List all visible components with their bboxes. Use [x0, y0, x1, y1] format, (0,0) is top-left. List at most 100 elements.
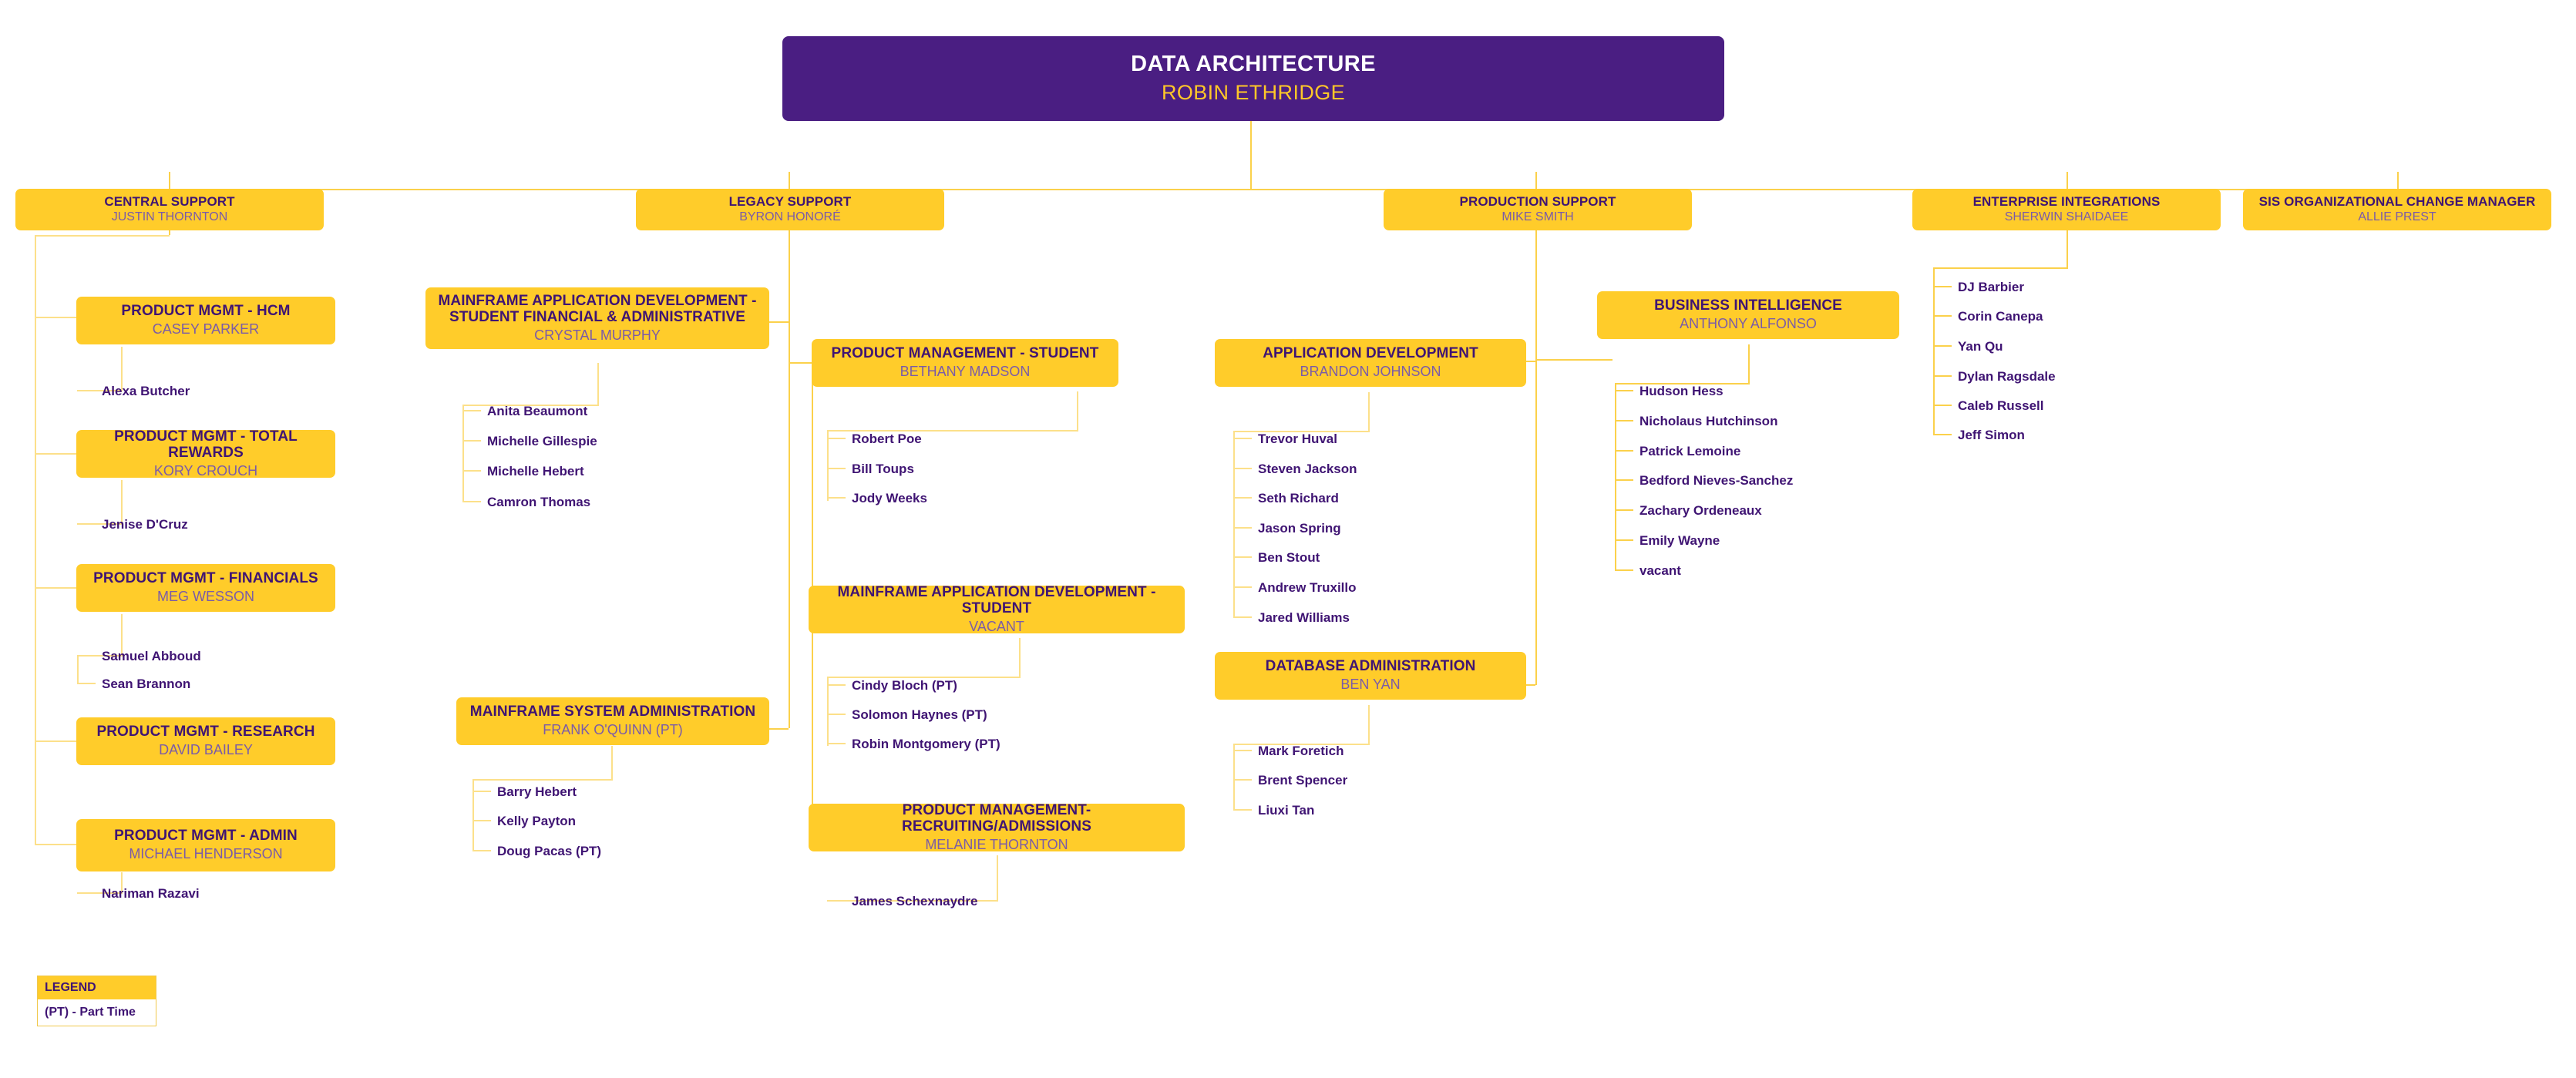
connector-central-spine-top [35, 235, 170, 237]
list-item: Corin Canepa [1958, 309, 2043, 324]
node-product-mgmt-research[interactable]: PRODUCT MGMT - RESEARCH DAVID BAILEY [76, 717, 335, 765]
node-sis-organizational-change-manager[interactable]: SIS ORGANIZATIONAL CHANGE MANAGER ALLIE … [2243, 189, 2551, 230]
connector-appdev-stub-2 [1233, 468, 1252, 469]
connector-msa-stub-3 [472, 850, 491, 851]
connector-admin-stub-1 [77, 892, 96, 894]
connector-admin-elbow [77, 892, 123, 894]
connector-appdev-stub-4 [1233, 527, 1252, 529]
node-mainframe-app-dev-student[interactable]: MAINFRAME APPLICATION DEVELOPMENT - STUD… [809, 583, 1185, 634]
connector-dba-stub-1 [1233, 750, 1252, 751]
node-legacy-support[interactable]: LEGACY SUPPORT BYRON HONORÉ [636, 189, 944, 230]
connector-ei-stub-3 [1933, 345, 1952, 347]
list-item: Bill Toups [852, 462, 914, 476]
connector-total-elbow [77, 523, 123, 525]
pm-total-person: KORY CROUCH [153, 463, 258, 479]
connector-appdev-stub-3 [1233, 497, 1252, 499]
connector-madstudent-stem [1019, 638, 1021, 677]
app-dev-person: BRANDON JOHNSON [1300, 364, 1441, 380]
connector-drop-legacy [789, 172, 790, 189]
connector-ei-spine [1933, 267, 1935, 434]
node-product-mgmt-financials[interactable]: PRODUCT MGMT - FINANCIALS MEG WESSON [76, 564, 335, 612]
connector-appdev-elbow [1233, 431, 1370, 432]
node-application-development[interactable]: APPLICATION DEVELOPMENT BRANDON JOHNSON [1215, 339, 1526, 387]
legend: LEGEND (PT) - Part Time [37, 976, 156, 1026]
connector-bi-stub-2 [1615, 420, 1633, 421]
connector-appdev-spine [1233, 431, 1235, 618]
connector-drop-enterprise [2067, 172, 2068, 189]
node-central-support[interactable]: CENTRAL SUPPORT JUSTIN THORNTON [15, 189, 324, 230]
node-mainframe-system-administration[interactable]: MAINFRAME SYSTEM ADMINISTRATION FRANK O'… [456, 697, 769, 745]
legend-entry-part-time: (PT) - Part Time [38, 999, 156, 1026]
mad-sfa-title: MAINFRAME APPLICATION DEVELOPMENT - STUD… [438, 292, 757, 326]
connector-madstudent-spine [827, 677, 829, 746]
connector-legacy-branch-msa [763, 728, 789, 730]
node-product-mgmt-hcm[interactable]: PRODUCT MGMT - HCM CASEY PARKER [76, 297, 335, 344]
bus-intel-person: ANTHONY ALFONSO [1680, 316, 1817, 332]
app-dev-title: APPLICATION DEVELOPMENT [1263, 345, 1478, 362]
list-item: Emily Wayne [1639, 533, 1720, 548]
connector-central-branch-admin [35, 844, 77, 845]
node-enterprise-integrations[interactable]: ENTERPRISE INTEGRATIONS SHERWIN SHAIDAEE [1912, 189, 2221, 230]
connector-ei-stub-4 [1933, 375, 1952, 377]
root-title: DATA ARCHITECTURE [1131, 52, 1376, 77]
connector-pmstudent-stub-3 [827, 497, 846, 499]
connector-bi-stub-3 [1615, 450, 1633, 452]
list-item: Liuxi Tan [1258, 803, 1315, 818]
connector-pmstudent-stem [1077, 391, 1078, 430]
pm-hcm-person: CASEY PARKER [152, 321, 260, 338]
list-item: Michelle Gillespie [487, 434, 597, 448]
db-admin-person: BEN YAN [1340, 677, 1401, 693]
connector-central-spine [35, 235, 36, 844]
mad-student-title: MAINFRAME APPLICATION DEVELOPMENT - STUD… [837, 583, 1156, 617]
msa-person: FRANK O'QUINN (PT) [543, 722, 683, 738]
connector-ei-elbow [1933, 267, 2068, 269]
list-item: Zachary Ordeneaux [1639, 503, 1762, 518]
connector-bi-stem [1748, 344, 1750, 383]
list-item: Alexa Butcher [102, 384, 190, 398]
connector-madstudent-elbow [827, 677, 1021, 678]
connector-fin-spine [77, 655, 79, 683]
connector-hcm-stub-1 [77, 390, 96, 391]
list-item: Patrick Lemoine [1639, 444, 1741, 458]
production-support-title: PRODUCTION SUPPORT [1459, 193, 1616, 209]
list-item: Caleb Russell [1958, 398, 2044, 413]
list-item: Bedford Nieves-Sanchez [1639, 473, 1794, 488]
connector-madsfa-stub-1 [462, 410, 481, 411]
connector-fin-stem [121, 614, 123, 655]
list-item: Brent Spencer [1258, 773, 1348, 788]
connector-madsfa-stub-4 [462, 501, 481, 502]
sis-change-manager-person: ALLIE PREST [2358, 210, 2436, 224]
node-database-administration[interactable]: DATABASE ADMINISTRATION BEN YAN [1215, 652, 1526, 700]
node-product-management-student[interactable]: PRODUCT MANAGEMENT - STUDENT BETHANY MAD… [812, 339, 1118, 387]
node-product-management-recruiting-admissions[interactable]: PRODUCT MANAGEMENT- RECRUITING/ADMISSION… [809, 802, 1185, 853]
node-data-architecture[interactable]: DATA ARCHITECTURE ROBIN ETHRIDGE [782, 36, 1724, 121]
list-item: Steven Jackson [1258, 462, 1357, 476]
connector-total-stem [121, 480, 123, 523]
node-product-mgmt-admin[interactable]: PRODUCT MGMT - ADMIN MICHAEL HENDERSON [76, 819, 335, 871]
node-business-intelligence[interactable]: BUSINESS INTELLIGENCE ANTHONY ALFONSO [1597, 291, 1899, 339]
connector-madsfa-elbow [462, 405, 599, 406]
mad-sfa-person: CRYSTAL MURPHY [534, 327, 661, 344]
connector-central-branch-research [35, 740, 77, 742]
list-item: Robert Poe [852, 432, 922, 446]
connector-appdev-stub-5 [1233, 556, 1252, 558]
list-item: DJ Barbier [1958, 280, 2024, 294]
connector-bi-stub-7 [1615, 569, 1633, 571]
legend-heading: LEGEND [38, 976, 156, 999]
node-product-mgmt-total-rewards[interactable]: PRODUCT MGMT - TOTAL REWARDS KORY CROUCH [76, 428, 335, 479]
connector-msa-spine [472, 779, 474, 850]
connector-hcm-elbow [77, 390, 123, 391]
list-item: Nariman Razavi [102, 886, 200, 901]
node-mainframe-app-dev-student-financial-admin[interactable]: MAINFRAME APPLICATION DEVELOPMENT - STUD… [425, 287, 769, 349]
list-item: Nicholaus Hutchinson [1639, 414, 1778, 428]
pm-recruit-person: MELANIE THORNTON [925, 837, 1068, 853]
connector-drop-central [169, 172, 170, 189]
node-production-support[interactable]: PRODUCTION SUPPORT MIKE SMITH [1384, 189, 1692, 230]
connector-bi-stub-5 [1615, 509, 1633, 511]
bus-intel-title: BUSINESS INTELLIGENCE [1654, 297, 1842, 314]
pm-admin-person: MICHAEL HENDERSON [129, 846, 283, 862]
connector-pmstudent-stub-1 [827, 438, 846, 439]
list-item: Samuel Abboud [102, 649, 201, 663]
connector-recruit-elbow [827, 900, 998, 902]
connector-central-branch-fin [35, 587, 77, 589]
